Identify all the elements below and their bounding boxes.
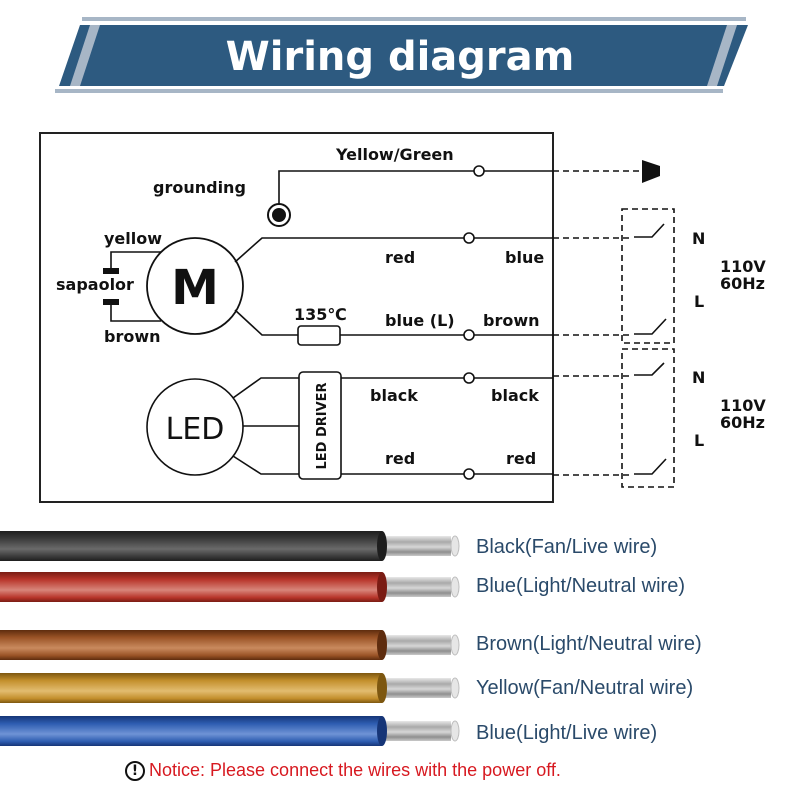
yellow-wire-icon bbox=[0, 673, 460, 703]
light-n-label: N bbox=[692, 368, 705, 387]
copper-strands bbox=[378, 721, 451, 741]
ground-terminal-dot bbox=[272, 208, 286, 222]
motor-bottom-wire bbox=[234, 309, 464, 336]
strand-tip bbox=[450, 535, 460, 557]
jacket-end bbox=[377, 572, 387, 602]
banner-right-accent bbox=[707, 25, 737, 86]
light-l-switch-icon bbox=[634, 458, 667, 475]
safety-notice: ! Notice: Please connect the wires with … bbox=[125, 760, 561, 781]
wire-jacket bbox=[0, 673, 382, 703]
device-enclosure bbox=[39, 132, 554, 503]
terminal-led-bottom bbox=[463, 468, 475, 480]
fan-voltage: 110V bbox=[720, 257, 766, 276]
wire-label-blue: Blue(Light/Live wire) bbox=[476, 722, 658, 744]
strand-tip bbox=[450, 677, 460, 699]
copper-strands bbox=[378, 536, 451, 556]
strand-tip bbox=[450, 634, 460, 656]
led-top-inner-label: black bbox=[370, 386, 418, 405]
cap-bottom-lead bbox=[110, 305, 161, 322]
thermal-fuse-icon bbox=[297, 325, 341, 346]
cap-top-lead bbox=[110, 251, 161, 268]
wire-jacket bbox=[0, 572, 382, 602]
jacket-end bbox=[377, 630, 387, 660]
light-switch-box bbox=[621, 348, 675, 488]
fan-switch-box bbox=[621, 208, 675, 344]
red-wire-icon bbox=[0, 572, 460, 602]
page-title: Wiring diagram bbox=[226, 34, 575, 80]
notice-text: Notice: Please connect the wires with th… bbox=[149, 760, 561, 780]
copper-strands bbox=[378, 635, 451, 655]
motor-bottom-inner-label: blue (L) bbox=[385, 311, 455, 330]
cap-top-wire-label: yellow bbox=[104, 229, 162, 248]
light-frequency: 60Hz bbox=[720, 413, 765, 432]
terminal-ground bbox=[473, 165, 485, 177]
banner-top-stripe bbox=[82, 17, 746, 21]
yellow-green-label: Yellow/Green bbox=[335, 145, 454, 164]
wire-jacket bbox=[0, 630, 382, 660]
fan-frequency: 60Hz bbox=[720, 274, 765, 293]
fuse-label: 135℃ bbox=[294, 305, 347, 324]
strand-tip bbox=[450, 576, 460, 598]
wire-label-brown: Brown(Light/Neutral wire) bbox=[476, 633, 702, 655]
ground-wire bbox=[278, 170, 480, 204]
wire-label-black: Black(Fan/Live wire) bbox=[476, 536, 658, 558]
motor-icon bbox=[146, 237, 244, 335]
terminal-motor-bottom bbox=[463, 329, 475, 341]
motor-top-wire bbox=[234, 237, 464, 263]
blue-wire-icon bbox=[0, 716, 460, 746]
copper-strands bbox=[378, 577, 451, 597]
led-top-wire bbox=[232, 377, 299, 399]
led-driver-box bbox=[298, 371, 342, 480]
banner-bottom-stripe bbox=[55, 89, 723, 93]
banner-left-accent bbox=[70, 25, 100, 86]
terminal-led-top bbox=[463, 372, 475, 384]
copper-strands bbox=[378, 678, 451, 698]
jacket-end bbox=[377, 716, 387, 746]
fan-supply-switch: N 110V 60Hz L bbox=[553, 208, 766, 344]
capacitor-label: sapaolor bbox=[56, 275, 134, 294]
fan-n-label: N bbox=[692, 229, 705, 248]
fan-l-label: L bbox=[694, 292, 704, 311]
led-bottom-wire bbox=[232, 455, 299, 475]
grounding-section: grounding Yellow/Green bbox=[153, 145, 660, 227]
capacitor-plate-bottom bbox=[103, 299, 119, 305]
motor-bottom-outer-label: brown bbox=[483, 311, 540, 330]
led-bottom-outer-label: red bbox=[506, 449, 536, 468]
light-l-label: L bbox=[694, 431, 704, 450]
jacket-end bbox=[377, 673, 387, 703]
led-symbol: LED bbox=[166, 412, 225, 447]
motor-top-outer-label: blue bbox=[505, 248, 544, 267]
light-n-switch-icon bbox=[634, 362, 665, 376]
motor-symbol: M bbox=[171, 260, 219, 316]
brown-wire-icon bbox=[0, 630, 460, 660]
wire-samples bbox=[0, 531, 460, 746]
fan-n-switch-icon bbox=[634, 223, 665, 238]
led-top-outer-label: black bbox=[491, 386, 539, 405]
exclamation-circle-icon: ! bbox=[125, 760, 145, 781]
cap-bottom-wire-label: brown bbox=[104, 327, 161, 346]
header-banner: Wiring diagram bbox=[55, 17, 748, 93]
led-section: LED LED DRIVER black black red red bbox=[146, 371, 553, 480]
black-wire-icon bbox=[0, 531, 460, 561]
wire-jacket bbox=[0, 531, 382, 561]
earth-arrow-icon bbox=[642, 160, 660, 183]
wire-label-yellow: Yellow(Fan/Neutral wire) bbox=[476, 677, 694, 699]
led-bottom-inner-label: red bbox=[385, 449, 415, 468]
led-driver-label: LED DRIVER bbox=[315, 382, 330, 469]
motor-top-inner-label: red bbox=[385, 248, 415, 267]
terminal-motor-top bbox=[463, 232, 475, 244]
motor-section: M yellow sapaolor brown red blue 135℃ bl… bbox=[56, 229, 553, 346]
wire-label-red: Blue(Light/Neutral wire) bbox=[476, 575, 685, 597]
strand-tip bbox=[450, 720, 460, 742]
light-voltage: 110V bbox=[720, 396, 766, 415]
led-icon bbox=[146, 378, 244, 476]
capacitor-plate-top bbox=[103, 268, 119, 274]
fan-l-switch-icon bbox=[634, 318, 667, 335]
grounding-label: grounding bbox=[153, 178, 246, 197]
wire-jacket bbox=[0, 716, 382, 746]
jacket-end bbox=[377, 531, 387, 561]
light-supply-switch: N 110V 60Hz L bbox=[553, 348, 766, 488]
banner-body bbox=[59, 25, 748, 86]
